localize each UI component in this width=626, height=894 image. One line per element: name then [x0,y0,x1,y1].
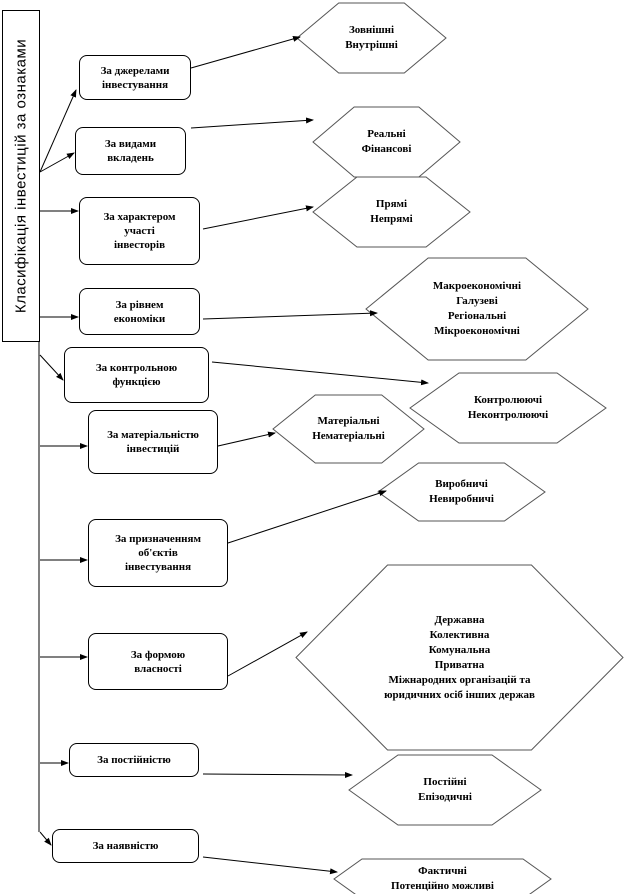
criterion-box: За призначенням об'єктів інвестування [88,519,228,587]
category-hexagon [409,372,607,444]
criterion-box: За джерелами інвестування [79,55,191,100]
criterion-box: За характером участі інвесторів [79,197,200,265]
criterion-to-types-arrow [202,205,314,230]
category-hexagon [312,176,471,248]
category-types-text: Контролюючі Неконтролюючі [467,394,549,421]
criterion-to-types-arrow [202,771,353,778]
criterion-box: За формою власності [88,633,228,690]
criterion-box: За матеріальністю інвестицій [88,410,218,474]
criterion-box: За наявністю [52,829,199,863]
category-hexagon [295,564,624,751]
trunk-arrow [39,89,77,173]
criterion-to-types-arrow [202,856,338,875]
criterion-to-types-arrow [202,310,378,320]
criterion-to-types-arrow [217,431,276,447]
category-types-text: Постійні Епізодичні [418,776,472,803]
criterion-box: За постійністю [69,743,199,777]
criterion-to-types-arrow [227,631,308,677]
criterion-box: За контрольною функцією [64,347,209,403]
category-types-text: Матеріальні Нематеріальні [312,415,385,442]
criterion-box: За рівнем економіки [79,288,200,335]
criterion-to-types-arrow [211,361,429,386]
category-types-text: Державна Колективна Комунальна Приватна … [384,613,535,701]
category-hexagon [377,462,546,522]
category-hexagon [272,394,425,464]
category-hexagon [365,257,589,361]
classification-title-box: Класифікація інвестицій за ознаками [2,10,40,342]
category-types-text: Макроекономічні Галузеві Регіональні Мік… [432,280,522,337]
criterion-to-types-arrow [227,490,387,544]
category-types-text: Реальні Фінансові [361,128,412,155]
classification-title: Класифікація інвестицій за ознаками [12,38,30,314]
category-types-text: Зовнішні Внутрішні [345,24,398,51]
category-hexagon [333,858,552,894]
trunk-arrow [39,354,64,381]
category-types-text: Прямі Непрямі [370,198,413,225]
criterion-box: За видами вкладень [75,127,186,175]
category-types-text: Виробничі Невиробничі [429,478,494,505]
criterion-to-types-arrow [190,117,314,129]
trunk-arrow [39,831,52,846]
category-hexagon [348,754,542,826]
trunk-arrow [39,152,75,173]
category-types-text: Фактичні Потенційно можливі [391,865,494,892]
criterion-to-types-arrow [190,36,301,69]
